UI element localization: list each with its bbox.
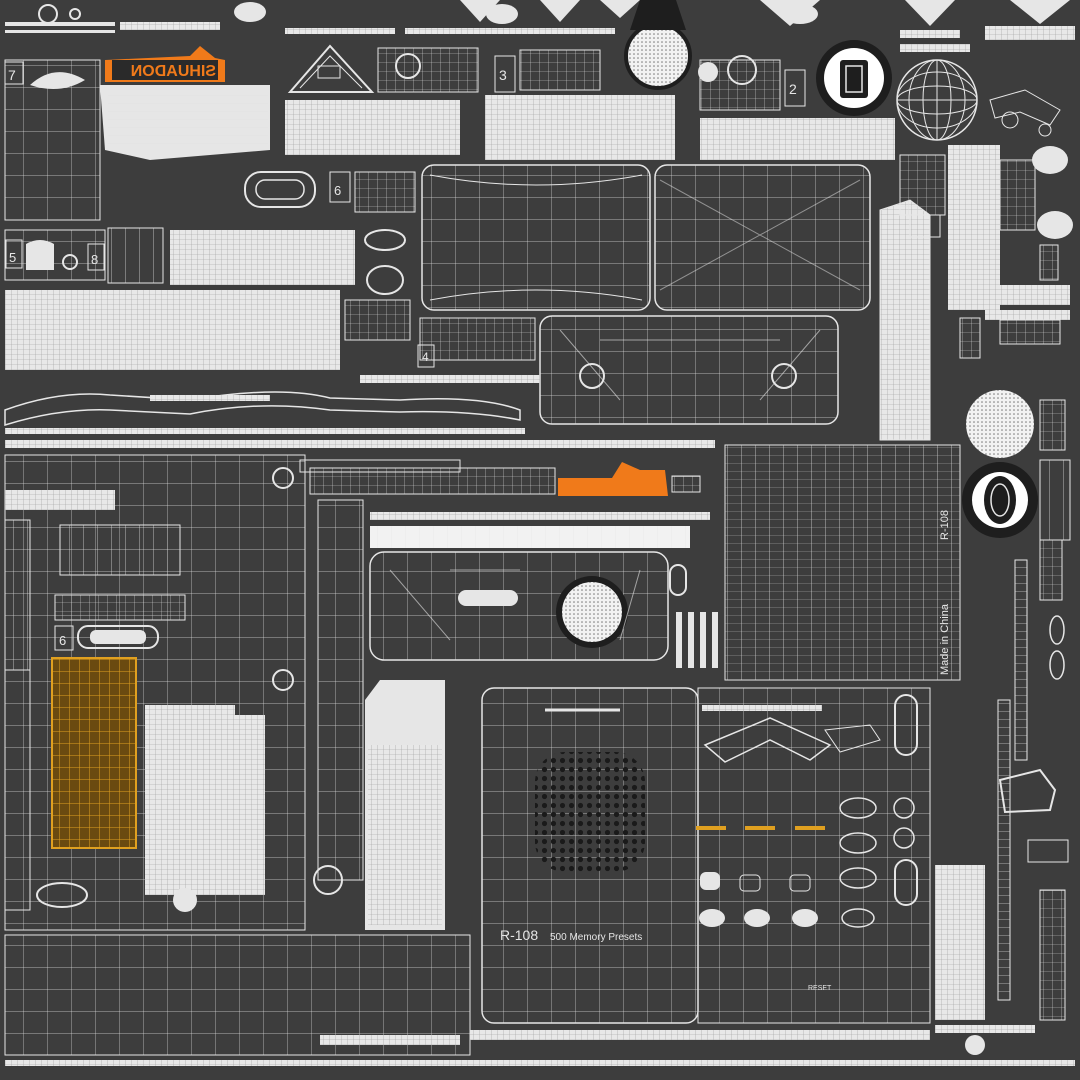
uv-number-5: 5 — [9, 250, 16, 265]
reset-label: RESET — [808, 985, 832, 992]
back-brand-label: R-108 — [939, 510, 951, 540]
center-upper-strip — [309, 462, 710, 548]
roof-piece — [287, 44, 479, 93]
right-tall-panels — [879, 145, 1061, 441]
center-speaker-face — [369, 551, 687, 661]
bottom-speaker-panel: R-108 500 Memory Presets — [481, 687, 699, 1024]
uv-number-3: 3 — [499, 67, 507, 83]
center-left-panels — [299, 459, 461, 930]
left-top-panel: 7 — [4, 59, 895, 221]
uv-number-7: 7 — [8, 67, 16, 83]
top-strip — [5, 0, 1075, 52]
brand-label-mirrored: SIHUADON — [131, 63, 216, 80]
far-right-column — [935, 539, 1069, 1021]
wire-sphere — [896, 59, 978, 141]
top-right-pieces — [985, 89, 1073, 320]
vertical-pins-center — [676, 612, 718, 668]
uv-number-6-mid: 6 — [59, 633, 66, 648]
right-disk-group — [962, 390, 1071, 541]
presets-label: 500 Memory Presets — [550, 932, 642, 943]
number-tiles-top: 3 2 — [494, 49, 806, 111]
control-button-panel: RESET — [696, 687, 931, 1024]
front-face-panels: 4 — [417, 164, 871, 425]
long-strips-row — [4, 375, 715, 448]
left-ring-pieces: 6 — [244, 171, 416, 341]
brand-label-group: SIHUADON — [105, 46, 225, 82]
model-label: R-108 — [500, 927, 538, 943]
left-mid-panel: 6 — [4, 454, 343, 931]
left-panel-row2: 5 8 — [4, 227, 355, 370]
uv-number-6-top: 6 — [334, 183, 341, 198]
uv-number-8: 8 — [91, 252, 98, 267]
uv-number-2: 2 — [789, 81, 797, 97]
back-label-plate: Made in China R-108 — [724, 444, 961, 681]
knob-ring-top-right — [816, 40, 892, 116]
uv-number-4: 4 — [422, 350, 429, 364]
made-in-china-label: Made in China — [939, 603, 951, 675]
bottom-strip — [4, 669, 1075, 1066]
knob-sphere-top — [624, 0, 757, 90]
